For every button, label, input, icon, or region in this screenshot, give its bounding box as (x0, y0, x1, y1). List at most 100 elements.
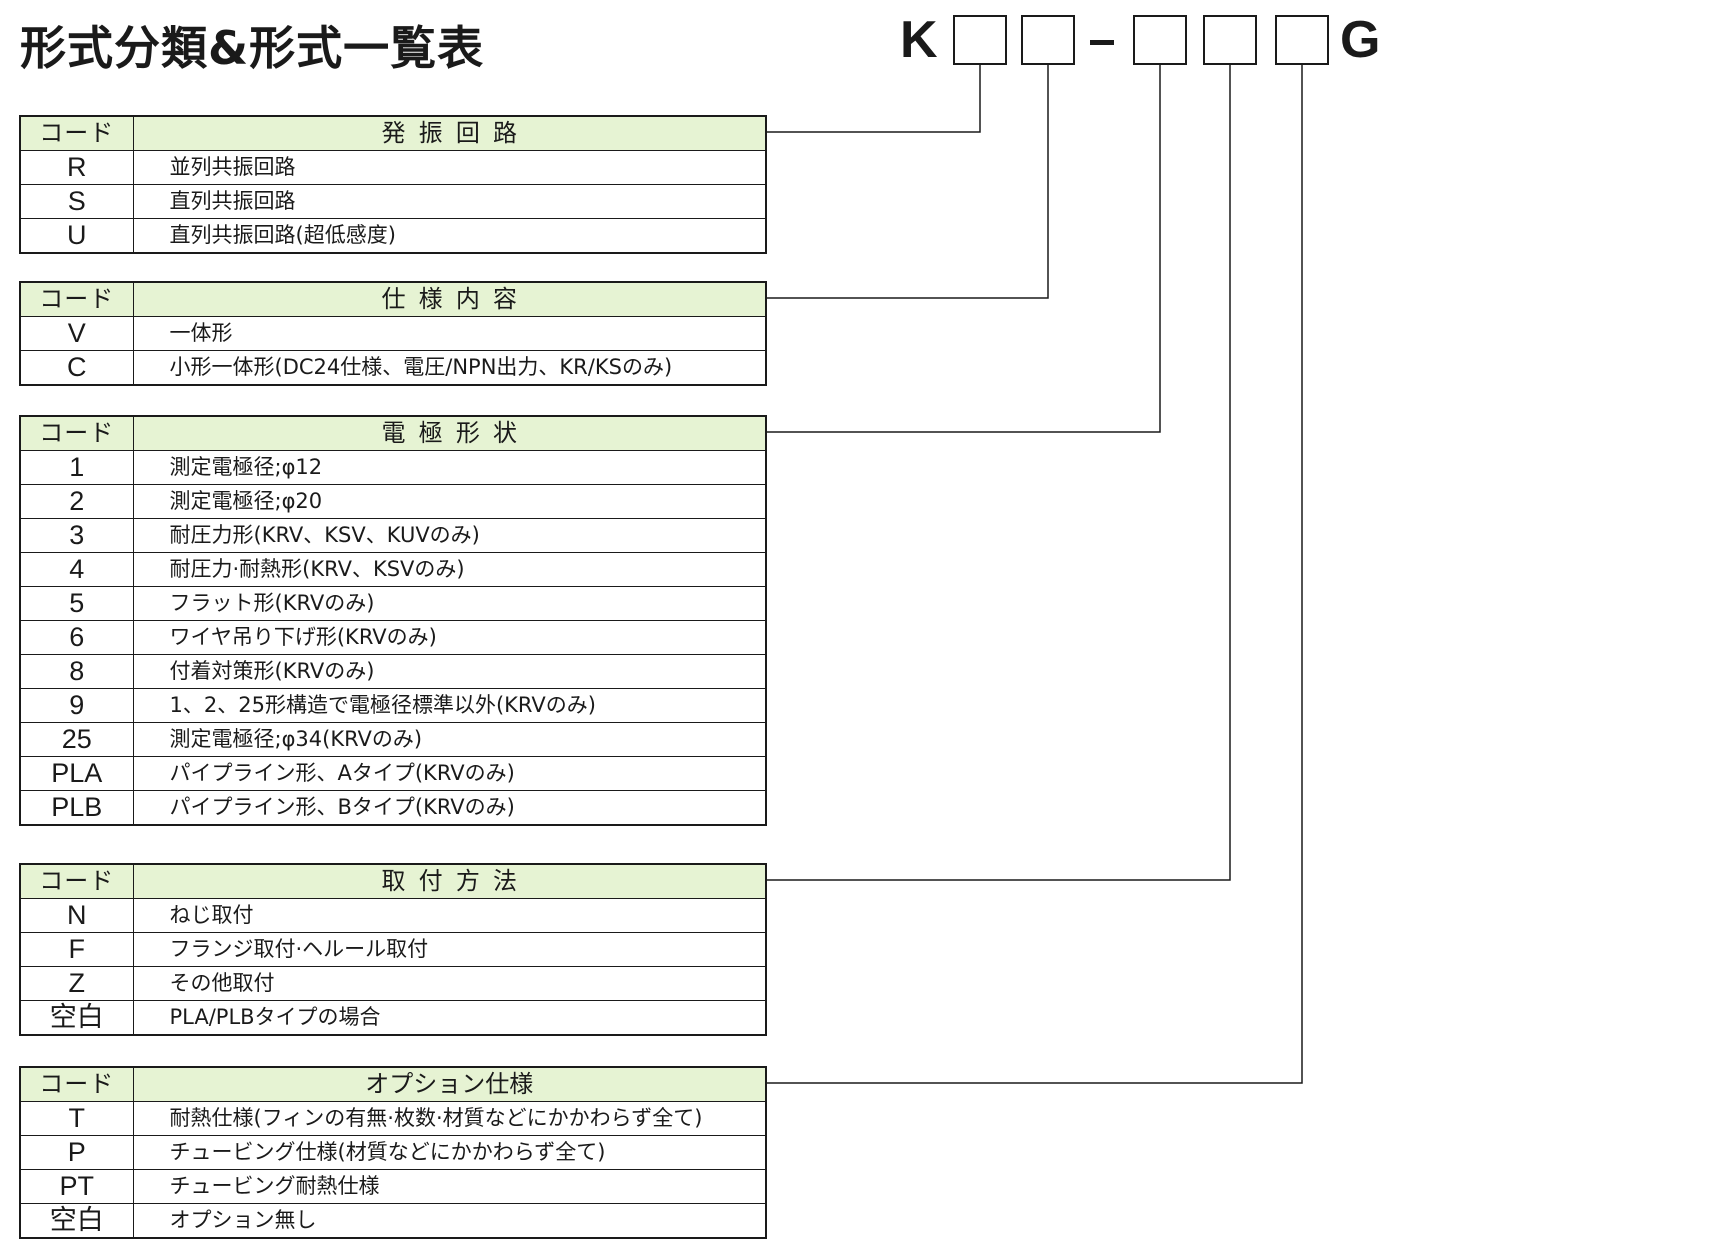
row-desc: 耐圧力·耐熱形(KRV、KSVのみ) (133, 552, 766, 587)
row-desc: PLA/PLBタイプの場合 (133, 1000, 766, 1035)
row-code: 空白 (20, 1000, 134, 1035)
leader-line-spec (767, 65, 1049, 299)
row-desc: フランジ取付·ヘルール取付 (133, 932, 766, 967)
row-desc: パイプライン形、Aタイプ(KRVのみ) (133, 756, 766, 791)
table-header: コード 仕様内容 (20, 282, 766, 317)
row-code: C (20, 350, 134, 385)
row-code: U (20, 218, 134, 253)
table-row: U 直列共振回路(超低感度) (20, 218, 766, 253)
row-code: 9 (20, 688, 134, 723)
model-code-prefix: K (900, 11, 938, 69)
row-code: PT (20, 1169, 134, 1204)
row-code: R (20, 150, 134, 185)
header-title: 発振回路 (133, 116, 766, 151)
leader-line-electrode (767, 65, 1161, 433)
row-desc: チュービング仕様(材質などにかかわらず全て) (133, 1135, 766, 1170)
row-code: F (20, 932, 134, 967)
row-desc: 1、2、25形構造で電極径標準以外(KRVのみ) (133, 688, 766, 723)
model-code-suffix: G (1340, 11, 1381, 69)
table-header: コード 電極形状 (20, 416, 766, 451)
header-title: 仕様内容 (133, 282, 766, 317)
row-desc: 小形一体形(DC24仕様、電圧/NPN出力、KR/KSのみ) (133, 350, 766, 385)
row-desc: 一体形 (133, 316, 766, 351)
header-code: コード (20, 864, 134, 899)
header-code: コード (20, 116, 134, 151)
table-row: 空白オプション無し (20, 1203, 766, 1238)
row-desc: 測定電極径;φ20 (133, 484, 766, 519)
row-desc: フラット形(KRVのみ) (133, 586, 766, 621)
row-desc: オプション無し (133, 1203, 766, 1238)
table-row: R 並列共振回路 (20, 150, 766, 185)
table-specification: コード 仕様内容 V 一体形 C 小形一体形(DC24仕様、電圧/NPN出力、K… (19, 281, 767, 386)
leader-line-option (767, 65, 1303, 1084)
row-desc: 耐熱仕様(フィンの有無·枚数·材質などにかかわらず全て) (133, 1101, 766, 1136)
code-slot-electrode (1133, 15, 1187, 65)
table-header: コード オプション仕様 (20, 1067, 766, 1102)
row-desc: 直列共振回路 (133, 184, 766, 219)
header-code: コード (20, 416, 134, 451)
row-code: V (20, 316, 134, 351)
model-code-dash (1090, 40, 1114, 45)
row-code: 25 (20, 722, 134, 757)
page-title: 形式分類&形式一覧表 (20, 21, 485, 75)
row-desc: ねじ取付 (133, 898, 766, 933)
table-row: C 小形一体形(DC24仕様、電圧/NPN出力、KR/KSのみ) (20, 350, 766, 385)
table-row: S 直列共振回路 (20, 184, 766, 219)
header-title: 電極形状 (133, 416, 766, 451)
row-code: 8 (20, 654, 134, 689)
code-slot-option (1275, 15, 1329, 65)
row-desc: パイプライン形、Bタイプ(KRVのみ) (133, 790, 766, 825)
leader-line-mounting (767, 65, 1231, 881)
row-desc: 測定電極径;φ34(KRVのみ) (133, 722, 766, 757)
table-oscillation-circuit: コード 発振回路 R 並列共振回路 S 直列共振回路 U 直列共振回路(超低感度… (19, 115, 767, 254)
row-code: 4 (20, 552, 134, 587)
row-code: 5 (20, 586, 134, 621)
row-code: P (20, 1135, 134, 1170)
header-title: オプション仕様 (133, 1067, 766, 1102)
row-code: 2 (20, 484, 134, 519)
row-code: N (20, 898, 134, 933)
row-code: T (20, 1101, 134, 1136)
header-code: コード (20, 1067, 134, 1102)
header-code: コード (20, 282, 134, 317)
row-desc: 耐圧力形(KRV、KSV、KUVのみ) (133, 518, 766, 553)
row-code: 6 (20, 620, 134, 655)
row-code: PLB (20, 790, 134, 825)
row-code: 空白 (20, 1203, 134, 1238)
row-desc: 測定電極径;φ12 (133, 450, 766, 485)
leader-line-oscillation (767, 65, 981, 133)
row-desc: 並列共振回路 (133, 150, 766, 185)
row-desc: その他取付 (133, 966, 766, 1001)
row-code: PLA (20, 756, 134, 791)
code-slot-mounting (1203, 15, 1257, 65)
row-desc: チュービング耐熱仕様 (133, 1169, 766, 1204)
row-code: Z (20, 966, 134, 1001)
row-code: S (20, 184, 134, 219)
row-code: 3 (20, 518, 134, 553)
table-row: V 一体形 (20, 316, 766, 351)
row-desc: ワイヤ吊り下げ形(KRVのみ) (133, 620, 766, 655)
header-title: 取付方法 (133, 864, 766, 899)
table-header: コード 取付方法 (20, 864, 766, 899)
row-desc: 直列共振回路(超低感度) (133, 218, 766, 253)
